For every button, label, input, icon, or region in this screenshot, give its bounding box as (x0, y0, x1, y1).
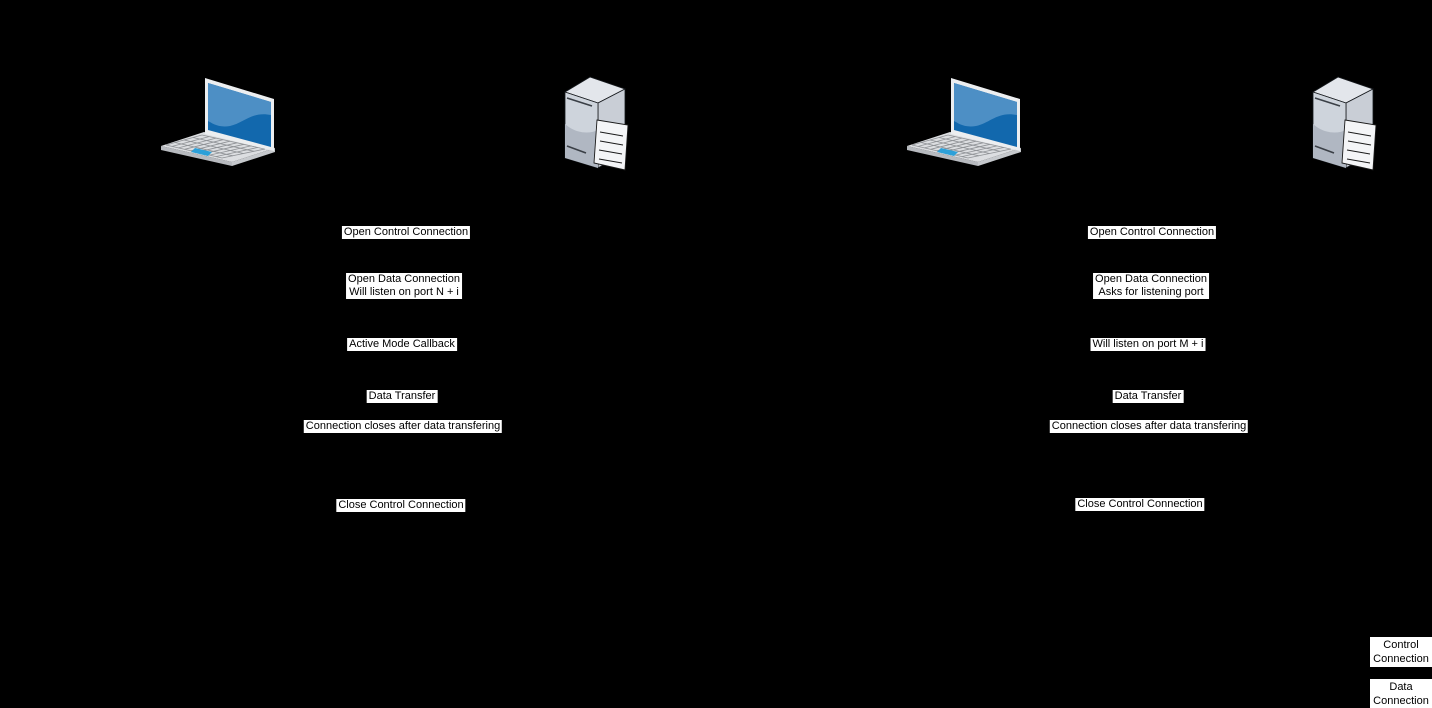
message-text: Connection closes after data transfering (1051, 420, 1247, 432)
message-label-will-listen-passive: Will listen on port M + i (1090, 338, 1206, 351)
message-label-close-control-active: Close Control Connection (336, 499, 466, 512)
message-label-open-data-passive: Open Data Connection Asks for listening … (1093, 273, 1209, 299)
message-text: Data Transfer (1114, 390, 1182, 402)
message-text: Open Data Connection (1095, 273, 1207, 285)
client-laptop-icon (161, 78, 275, 166)
message-label-callback-active: Active Mode Callback (347, 338, 457, 351)
message-text: Open Control Connection (1089, 226, 1215, 238)
message-text: Asks for listening port (1098, 286, 1204, 298)
legend-text: Connection (1373, 653, 1429, 665)
message-text: Open Control Connection (343, 226, 469, 238)
ftp-server-icon (1312, 76, 1377, 171)
message-label-connection-closes-passive: Connection closes after data transfering (1049, 420, 1249, 433)
message-label-close-control-passive: Close Control Connection (1075, 498, 1205, 511)
message-label-connection-closes-active: Connection closes after data transfering (303, 420, 503, 433)
message-label-open-data-active: Open Data Connection Will listen on port… (346, 273, 462, 299)
legend-data-connection: Data Connection (1370, 679, 1432, 708)
message-text: Close Control Connection (338, 499, 464, 511)
message-label-data-transfer-passive: Data Transfer (1112, 390, 1184, 403)
message-label-open-control-active: Open Control Connection (341, 226, 471, 239)
legend-text: Control (1383, 639, 1419, 651)
message-label-open-control-passive: Open Control Connection (1087, 226, 1217, 239)
legend-text: Connection (1373, 695, 1429, 707)
message-text: Open Data Connection (348, 273, 460, 285)
client-laptop-icon (907, 78, 1021, 166)
legend-text: Data (1389, 681, 1413, 693)
message-text: Close Control Connection (1077, 498, 1203, 510)
message-text: Connection closes after data transfering (305, 420, 501, 432)
ftp-server-icon (564, 76, 629, 171)
message-label-data-transfer-active: Data Transfer (366, 390, 438, 403)
message-text: Will listen on port M + i (1092, 338, 1204, 350)
message-text: Active Mode Callback (349, 338, 455, 350)
message-text: Will listen on port N + i (349, 286, 459, 298)
message-text: Data Transfer (368, 390, 436, 402)
legend-control-connection: Control Connection (1370, 637, 1432, 667)
